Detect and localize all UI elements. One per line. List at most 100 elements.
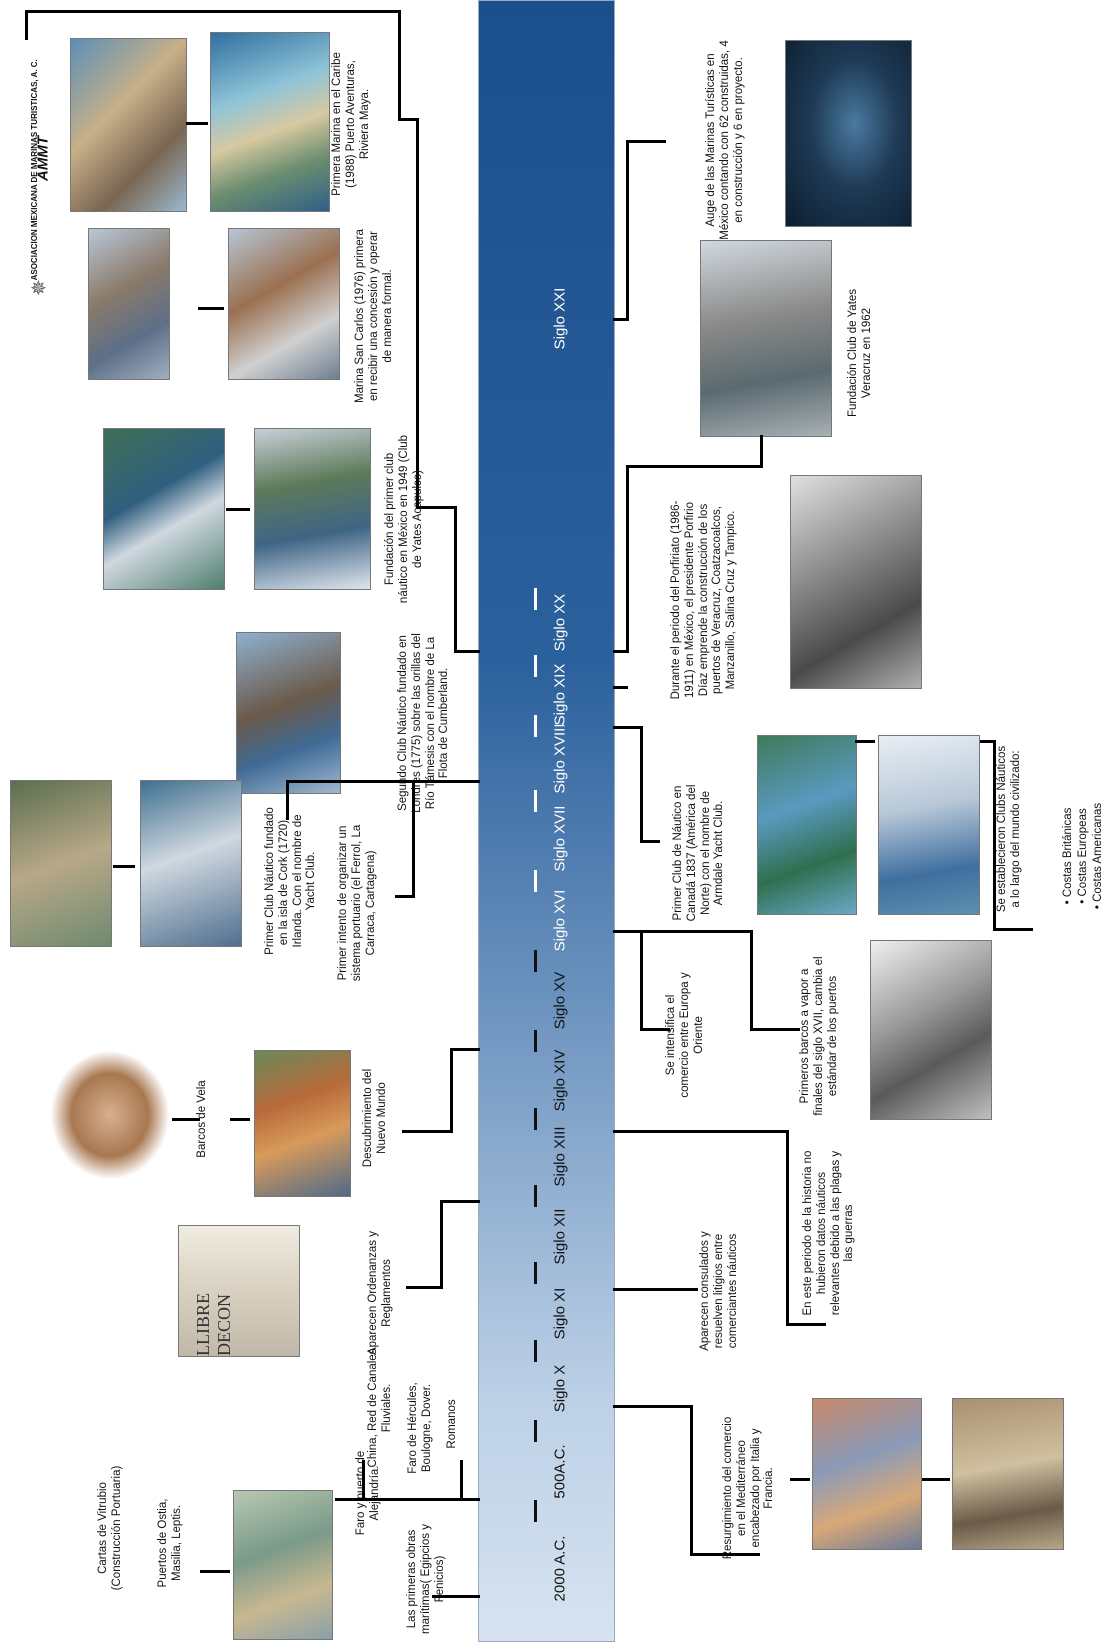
caption-faro-hercules: Faro de Hércules, Boulogne, Dover. <box>407 1363 443 1493</box>
photo-vapor <box>870 940 992 1120</box>
caption-consulados: Aparecen consulados y resuelven litigios… <box>699 1216 751 1366</box>
connector <box>406 1286 442 1289</box>
photo-sailing-ship <box>50 1050 170 1180</box>
era-divider <box>534 1108 537 1130</box>
caption-romanos: Romanos <box>446 1389 464 1459</box>
connector <box>993 928 1033 931</box>
caption-obras-maritimas: Las primeras obras marítimas( Egipcios y… <box>406 1509 454 1649</box>
connector <box>613 726 643 729</box>
era-divider <box>534 1420 537 1442</box>
era-divider <box>534 1185 537 1207</box>
caption-san-carlos: Marina San Carlos (1976) primera en reci… <box>354 226 416 406</box>
caption-canada: Primer Club de Náutico en Canadá 1837 (A… <box>672 778 738 928</box>
caption-china: China, Red de Canales Fluviales. <box>367 1343 403 1473</box>
era-siglo-x: Siglo X <box>552 1349 569 1429</box>
connector <box>113 865 135 868</box>
connector <box>626 140 629 321</box>
connector <box>750 1028 800 1031</box>
connector <box>362 1460 365 1500</box>
photo-mediterraneo-2 <box>952 1398 1064 1550</box>
connector <box>286 780 289 820</box>
caption-vapor: Primeros barcos a vapor a finales del si… <box>799 951 851 1121</box>
connector <box>855 740 875 743</box>
connector <box>460 1460 463 1500</box>
connector <box>750 930 753 1030</box>
connector <box>25 10 400 13</box>
connector <box>786 1323 826 1326</box>
era-divider <box>534 588 537 610</box>
photo-canada-2 <box>878 735 980 915</box>
connector <box>450 1048 453 1133</box>
connector <box>640 726 643 841</box>
caption-veracruz: Fundación Club de Yates Veracruz en 1962 <box>847 288 883 418</box>
caption-sistema-portuario: Primer intento de organizar un sistema p… <box>337 823 403 983</box>
connector <box>640 930 643 1030</box>
caption-resurgimiento: Resurgimiento del comercio en el Mediter… <box>722 1413 788 1563</box>
era-divider <box>534 715 537 737</box>
era-divider <box>534 790 537 812</box>
connector <box>335 1498 480 1501</box>
logo-org: ASOCIACION MEXICANA DE MARINAS TURISTICA… <box>30 45 40 295</box>
era-500ac: 500A.C. <box>552 1432 569 1512</box>
clubs-item: • Costas Americanas <box>1092 801 1108 911</box>
photo-londres <box>236 632 341 794</box>
caption-londres: Segundo Club Náutico fundado en Londres … <box>397 623 463 823</box>
photo-libre-consolat: LLIBRE DECON <box>178 1225 300 1357</box>
era-siglo-xxi: Siglo XXI <box>552 259 569 379</box>
era-divider <box>534 1030 537 1052</box>
photo-canada-1 <box>757 735 857 915</box>
connector <box>432 1595 480 1598</box>
connector <box>613 1405 693 1408</box>
connector <box>200 1570 230 1573</box>
connector <box>640 840 660 843</box>
connector <box>398 10 401 120</box>
connector <box>286 780 406 783</box>
connector <box>786 1130 789 1325</box>
photo-nuevo-mundo <box>254 1050 351 1197</box>
connector <box>626 140 666 143</box>
era-siglo-xix: Siglo XIX <box>552 655 569 735</box>
connector <box>690 1405 693 1555</box>
connector <box>226 508 250 511</box>
era-siglo-xii: Siglo XII <box>552 1197 569 1277</box>
photo-mediterraneo-1 <box>812 1398 922 1550</box>
photo-acapulco-2 <box>254 428 371 590</box>
photo-san-carlos-2 <box>228 228 340 380</box>
era-divider <box>534 1500 537 1522</box>
caption-nuevo-mundo: Descubrimiento del Nuevo Mundo <box>362 1058 398 1178</box>
photo-alejandria <box>233 1490 333 1640</box>
era-divider <box>534 655 537 677</box>
caption-ostia: Puertos de Ostia, Masilia, Leptis. <box>157 1488 193 1598</box>
photo-puerto-porfiriato <box>790 475 922 689</box>
caption-oriente: Se intensifica el comercio entre Europa … <box>665 970 715 1100</box>
caption-auge: Auge de las Marinas Turísticas en México… <box>705 40 775 240</box>
connector <box>790 1478 810 1481</box>
clubs-item: • Costas Europeas <box>1077 801 1093 911</box>
connector <box>412 782 415 898</box>
photo-cork-2 <box>140 780 242 947</box>
connector <box>922 1478 950 1481</box>
connector <box>398 118 418 121</box>
clubs-item: • Costas Británicas <box>1062 801 1078 911</box>
photo-caribe-1 <box>70 38 187 212</box>
era-siglo-xvii: Siglo XVII <box>552 799 569 879</box>
photo-cork-1 <box>10 780 112 947</box>
caption-acapulco: Fundación del primer club náutico en Méx… <box>384 434 446 604</box>
caption-plagas: En este periodo de la historia no hubier… <box>802 1148 868 1318</box>
caption-clubs-mundo: Se establecieron Clubs Náuticos a lo lar… <box>996 744 1054 914</box>
era-divider <box>534 1340 537 1362</box>
book-cover-text: LLIBRE DECON <box>193 1236 235 1356</box>
ship-wheel-icon: ✵ <box>30 276 47 301</box>
era-divider <box>534 950 537 972</box>
era-siglo-xiii: Siglo XIII <box>552 1117 569 1197</box>
timeline-bar <box>478 0 615 1642</box>
era-siglo-xiv: Siglo XIV <box>552 1041 569 1121</box>
connector <box>186 122 208 125</box>
connector <box>626 465 629 653</box>
connector <box>198 307 224 310</box>
connector <box>450 1048 480 1051</box>
photo-san-carlos-1 <box>88 228 170 380</box>
photo-caribe-2 <box>210 32 330 212</box>
connector <box>613 930 753 933</box>
era-siglo-xi: Siglo XI <box>552 1274 569 1354</box>
